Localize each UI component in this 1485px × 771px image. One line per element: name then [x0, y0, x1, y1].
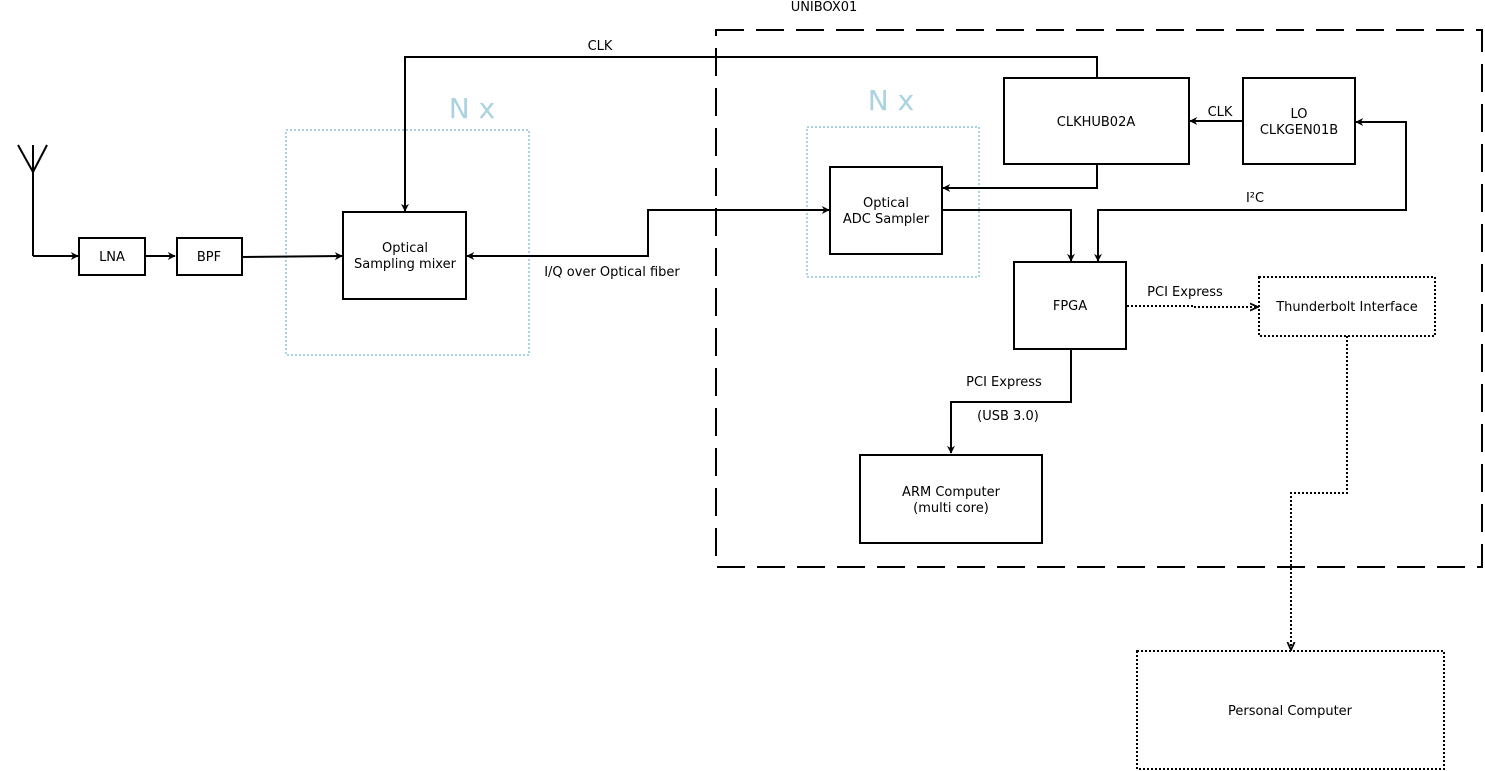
- optical-fiber-label: I/Q over Optical fiber: [544, 265, 680, 280]
- pcie-arm-label: PCI Express: [966, 375, 1042, 390]
- adc-group: [806, 126, 980, 278]
- bpf-to-mixer-wire: [241, 252, 343, 261]
- fpga-to-arm-wire: [947, 349, 1072, 454]
- unibox-label: UNIBOX01: [791, 0, 858, 15]
- mixer-label-line2: Sampling mixer: [354, 257, 457, 272]
- arm-label-line2: (multi core): [913, 501, 989, 516]
- pc-label: Personal Computer: [1228, 704, 1353, 719]
- unibox-boundary: [715, 29, 1483, 568]
- bpf-label: BPF: [197, 250, 221, 265]
- clkhub-label: CLKHUB02A: [1057, 115, 1136, 130]
- optical-sampling-mixer-block: Optical Sampling mixer: [342, 211, 467, 300]
- optical-adc-sampler-block: Optical ADC Sampler: [829, 166, 943, 255]
- lo-label-line1: LO: [1290, 107, 1307, 122]
- optical-fiber-wire: [466, 206, 830, 260]
- pcie-thunderbolt-label: PCI Express: [1147, 285, 1223, 300]
- adc-label-line2: ADC Sampler: [843, 212, 930, 227]
- lna-label: LNA: [99, 250, 125, 265]
- thunderbolt-interface-block: Thunderbolt Interface: [1258, 276, 1436, 337]
- clk-top-label: CLK: [588, 39, 613, 54]
- arm-label-line1: ARM Computer: [902, 485, 1001, 500]
- clkhub-to-adc-wire: [942, 164, 1098, 192]
- mixer-group: [285, 129, 530, 356]
- fpga-block: FPGA: [1013, 261, 1127, 350]
- lna-block: LNA: [78, 237, 146, 276]
- lo-label-line2: CLKGEN01B: [1260, 123, 1338, 138]
- antenna-icon: [17, 144, 48, 256]
- clk-lo-label: CLK: [1208, 105, 1233, 120]
- thunderbolt-label: Thunderbolt Interface: [1275, 300, 1418, 315]
- mixer-label-line1: Optical: [382, 241, 428, 256]
- usb-arm-label: (USB 3.0): [977, 409, 1039, 424]
- personal-computer-block: Personal Computer: [1136, 650, 1445, 770]
- i2c-wire: [1094, 118, 1407, 262]
- i2c-label: I²C: [1246, 191, 1264, 206]
- lo-clkgen-block: LO CLKGEN01B: [1242, 77, 1356, 165]
- adc-group-multiplier: N x: [868, 84, 914, 117]
- fpga-to-thunderbolt-wire: [1127, 306, 1258, 307]
- mixer-group-multiplier: N x: [449, 92, 495, 125]
- adc-label-line1: Optical: [863, 196, 909, 211]
- fpga-label: FPGA: [1053, 299, 1087, 314]
- arm-computer-block: ARM Computer (multi core): [859, 454, 1043, 544]
- adc-to-fpga-wire: [943, 209, 1075, 262]
- thunderbolt-to-pc-wire: [1291, 336, 1348, 650]
- clk-to-mixer-wire: [401, 56, 1098, 212]
- clkhub-block: CLKHUB02A: [1003, 77, 1190, 165]
- bpf-block: BPF: [176, 237, 243, 276]
